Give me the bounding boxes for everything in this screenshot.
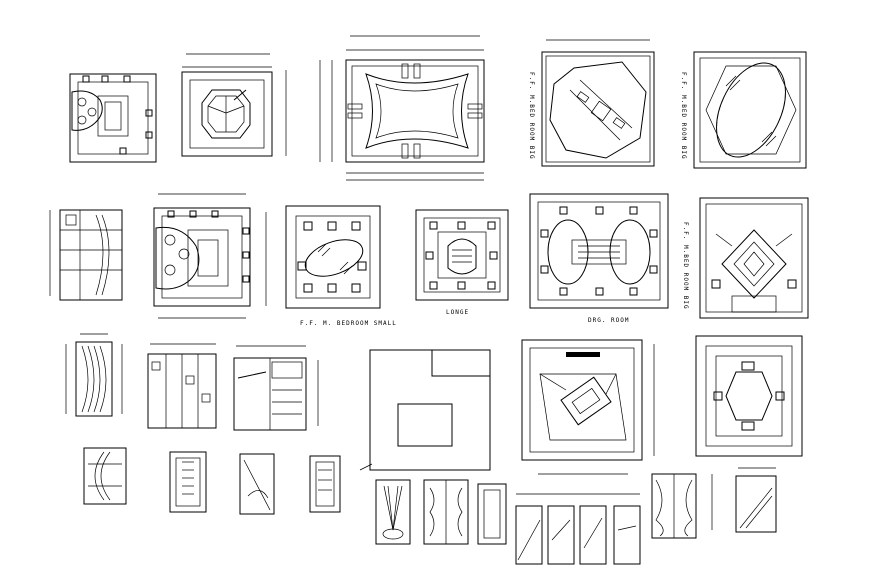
door-panel-double — [423, 479, 469, 545]
ceiling-plan-a — [69, 73, 157, 163]
door-detail-1 — [169, 451, 207, 513]
spiral-stair-detail — [83, 447, 127, 505]
door-panels-row — [515, 493, 641, 565]
bedroom-big-label-top: F.F. M.BED ROOM BIG — [528, 72, 535, 160]
ceiling-plan-b — [181, 53, 287, 157]
ceiling-plan-d — [541, 39, 655, 167]
door-panel-plain — [477, 483, 507, 545]
door-detail-3 — [309, 455, 341, 513]
longe-label: LONGE — [446, 309, 469, 316]
bedroom-big-label-right: F.F. M.BED ROOM BIG — [680, 72, 687, 160]
section-detail-left — [49, 209, 123, 301]
ceiling-plan-e — [693, 51, 807, 169]
floor-layout-outline — [359, 349, 491, 471]
door-detail-2 — [239, 453, 275, 515]
ceiling-plan-i — [695, 335, 803, 457]
ceiling-plan-c — [319, 35, 485, 181]
ceiling-plan-small-bedroom — [285, 205, 381, 309]
ceiling-plan-f — [153, 193, 267, 319]
ceiling-plan-g — [699, 197, 809, 319]
wardrobe-detail — [651, 473, 697, 539]
ceiling-plan-longe — [415, 209, 509, 301]
elevation-detail-1 — [65, 333, 123, 417]
drg-room-label: DRG. ROOM — [588, 317, 630, 324]
door-panel-fan — [375, 479, 411, 545]
elevation-detail-2 — [147, 343, 217, 429]
elevation-detail-3 — [233, 345, 319, 431]
ceiling-plan-drg-room — [529, 193, 669, 309]
door-detail-4 — [711, 467, 777, 533]
small-bedroom-label: F.F. M. BEDROOM SMALL — [300, 320, 397, 327]
bedroom-big-label-mid: F.F. M.BED ROOM BIG — [682, 222, 689, 310]
ceiling-plan-h — [521, 339, 655, 475]
